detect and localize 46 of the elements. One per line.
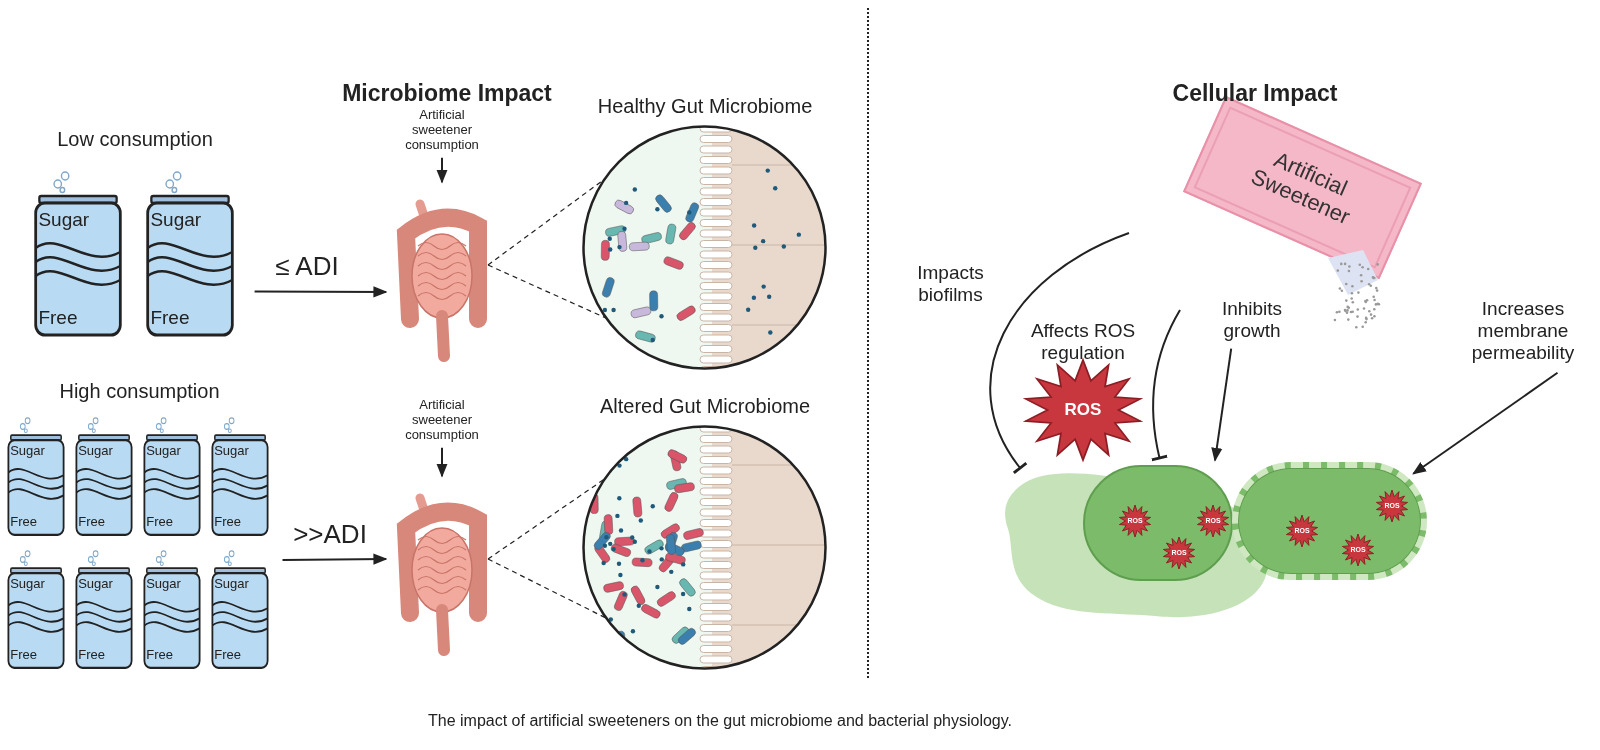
edge-label: Affects ROS regulation bbox=[1029, 320, 1137, 364]
can-label: Sugar bbox=[10, 444, 46, 460]
can-label: Free bbox=[10, 648, 38, 663]
inhibition-line bbox=[989, 232, 1130, 474]
circle-heading: Healthy Gut Microbiome bbox=[596, 95, 814, 118]
can-label: Sugar bbox=[78, 444, 114, 460]
can-label: Sugar bbox=[150, 208, 203, 231]
circle-heading: Altered Gut Microbiome bbox=[598, 395, 812, 418]
zoom-line bbox=[487, 558, 607, 619]
can-label: Free bbox=[214, 648, 242, 663]
edge-label: Impacts biofilms bbox=[916, 262, 985, 306]
zoom-line bbox=[487, 264, 607, 319]
annotation-text: Increases membrane permeability bbox=[1470, 298, 1576, 364]
can-label: Sugar bbox=[146, 577, 182, 593]
can-label: Sugar bbox=[38, 208, 91, 231]
ros-label: ROS bbox=[1063, 399, 1103, 420]
arrow bbox=[436, 446, 448, 478]
arrow bbox=[281, 553, 388, 565]
can-label: Free bbox=[146, 648, 174, 663]
can-label: Free bbox=[10, 515, 38, 530]
caption: The impact of artificial sweeteners on the gut microbiome and bacterial physiology. bbox=[427, 712, 1013, 731]
can-label: Sugar bbox=[146, 444, 182, 460]
section-heading: Cellular Impact bbox=[1171, 80, 1339, 107]
edge-label: >>ADI bbox=[292, 520, 368, 550]
arrow bbox=[253, 286, 388, 298]
edge-label: ≤ ADI bbox=[274, 252, 340, 282]
can-label: Sugar bbox=[214, 577, 250, 593]
arrow bbox=[1412, 371, 1559, 475]
can-label: Free bbox=[38, 307, 79, 330]
can-label: Free bbox=[146, 515, 174, 530]
annotation-text: Artificial sweetener consumption bbox=[404, 108, 480, 153]
can-label: Free bbox=[214, 515, 242, 530]
can-label: Free bbox=[78, 648, 106, 663]
can-label: Sugar bbox=[10, 577, 46, 593]
group-heading: High consumption bbox=[58, 380, 221, 403]
group-heading: Low consumption bbox=[56, 128, 214, 151]
can-label: Sugar bbox=[214, 444, 250, 460]
arrow bbox=[1211, 347, 1233, 462]
annotation-text: Artificial sweetener consumption bbox=[404, 398, 480, 443]
can-label: Free bbox=[78, 515, 106, 530]
inhibition-line bbox=[1150, 309, 1181, 462]
can-label: Free bbox=[150, 307, 191, 330]
can-label: Sugar bbox=[78, 577, 114, 593]
section-heading: Microbiome Impact bbox=[341, 80, 553, 107]
arrow bbox=[436, 156, 448, 184]
annotation-text: Inhibits growth bbox=[1220, 298, 1284, 342]
